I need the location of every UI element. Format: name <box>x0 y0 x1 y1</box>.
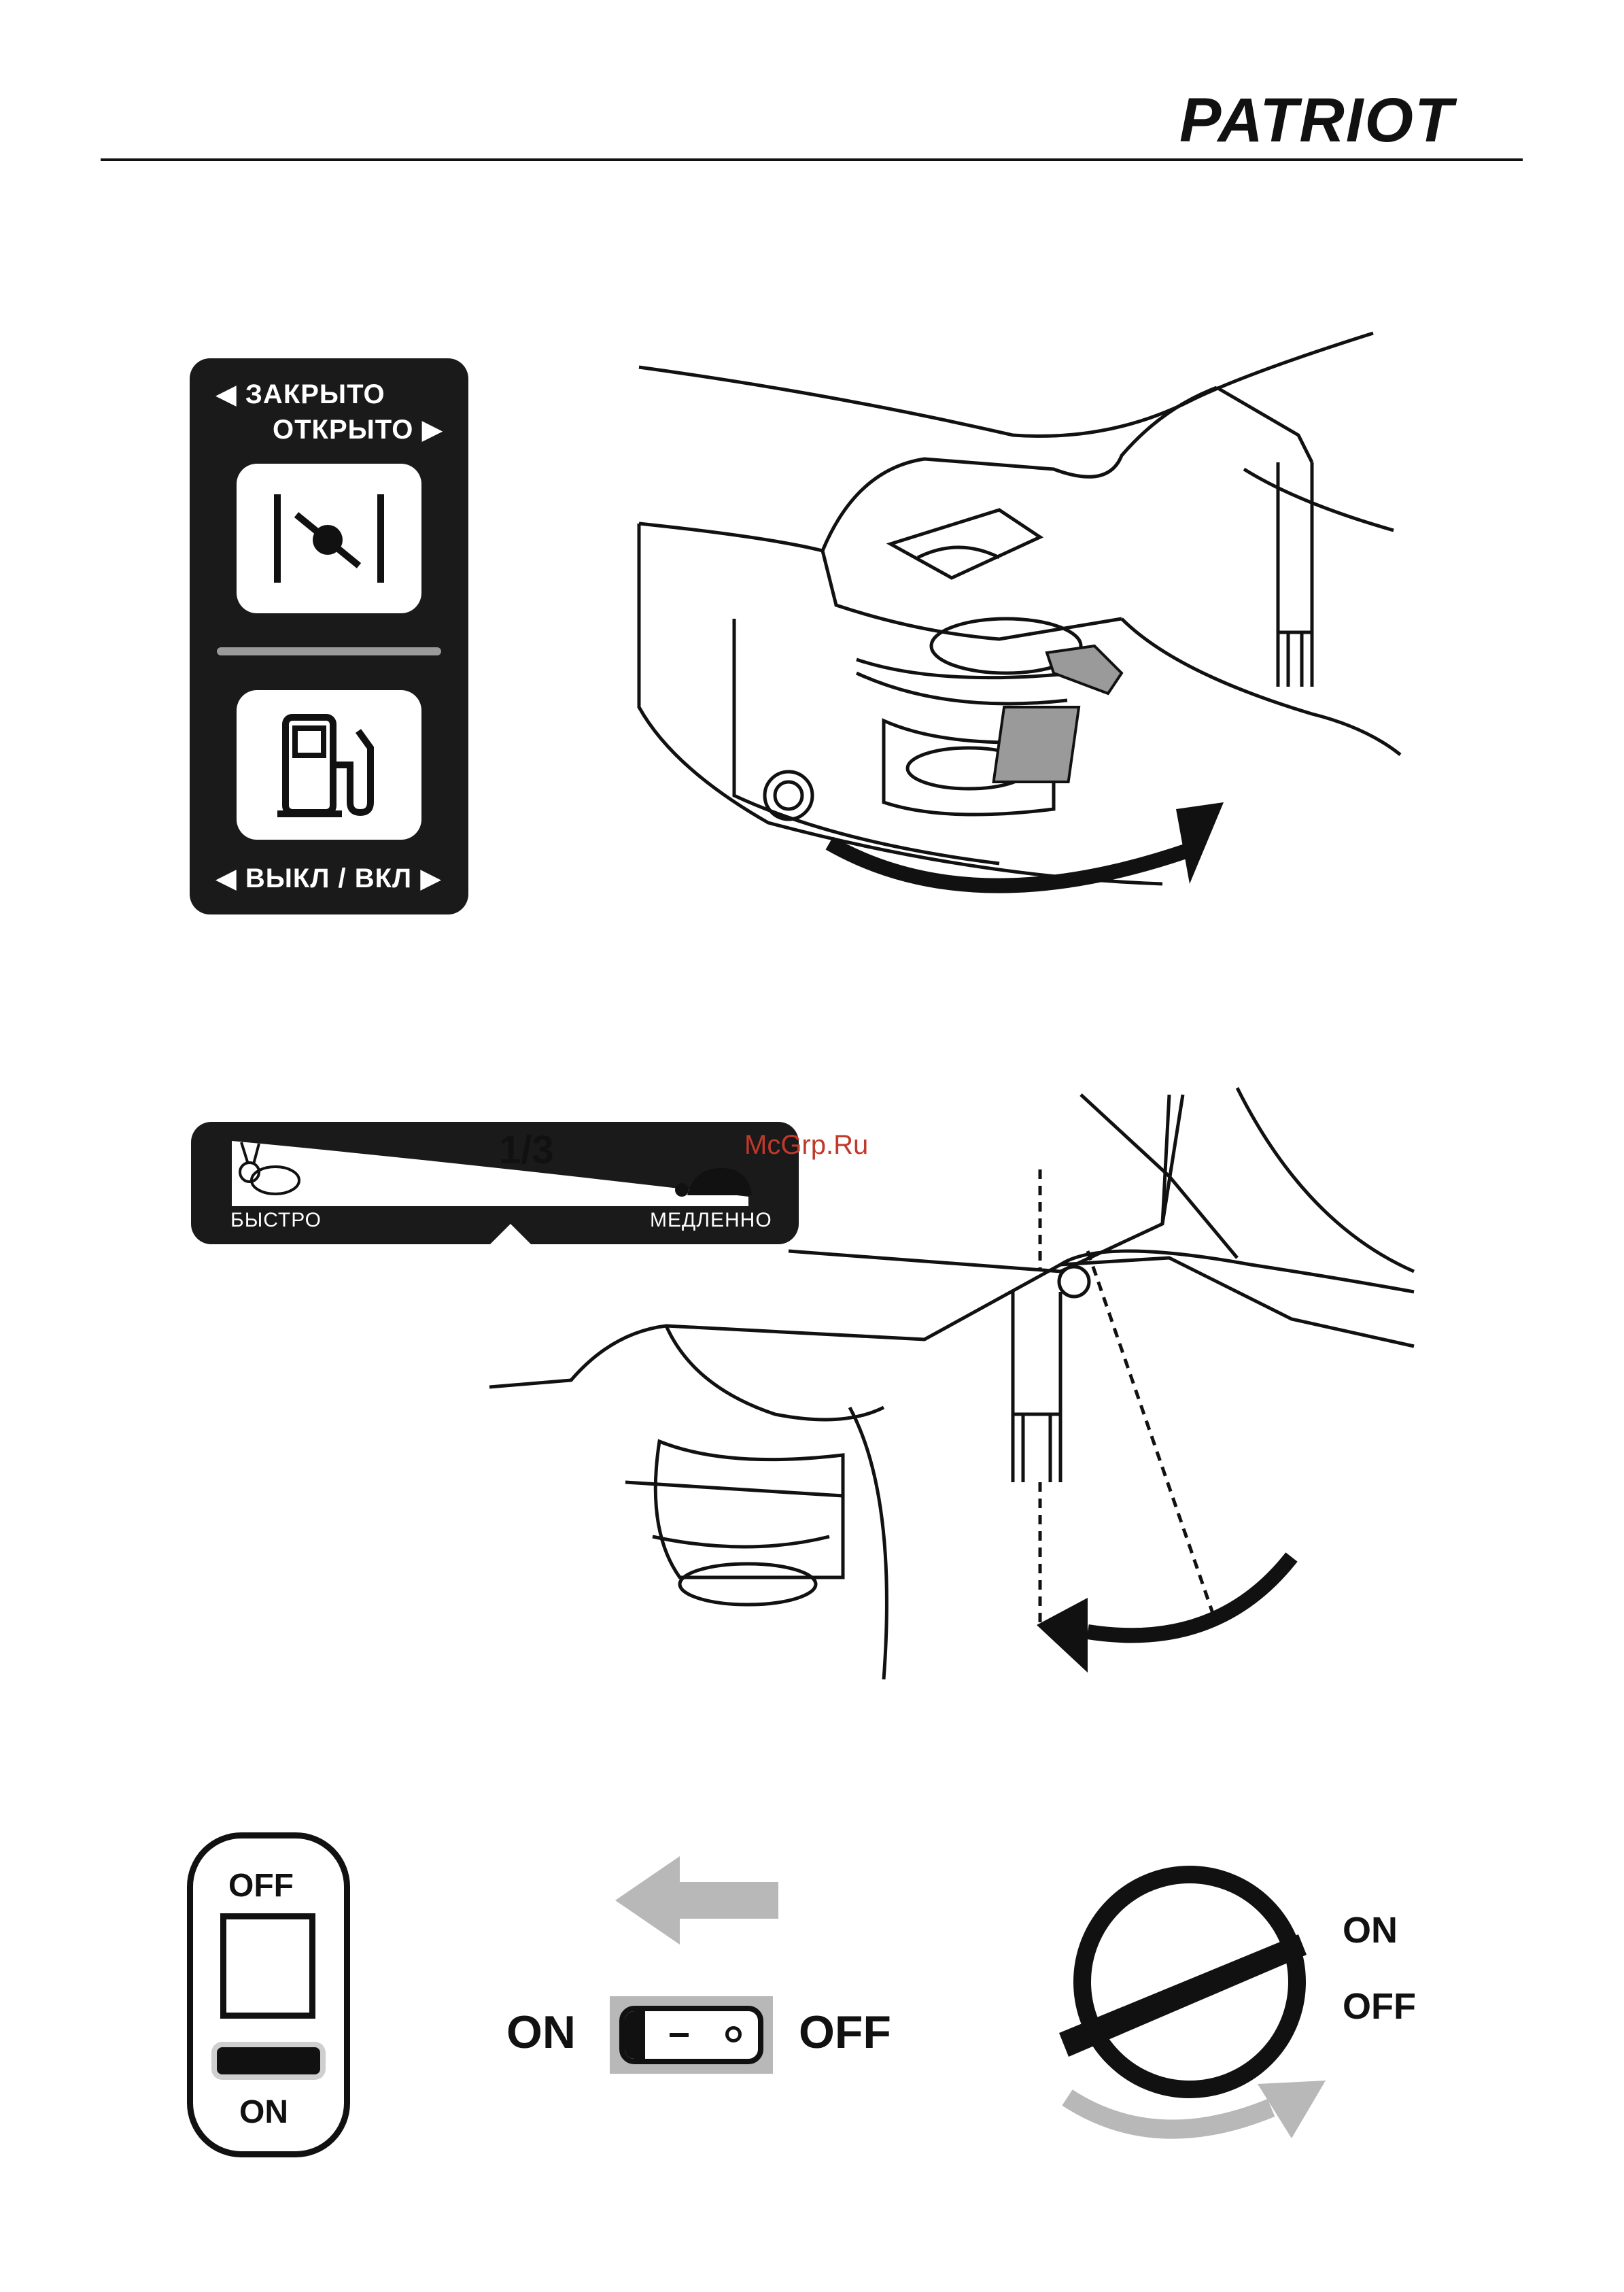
dial-on-text: ON <box>1343 1909 1398 1951</box>
throttle-lever-drawing <box>489 1088 1414 1700</box>
slide-on-text: ON <box>506 2006 576 2059</box>
arrow-curve-icon <box>1067 2098 1271 2129</box>
header-rule <box>101 158 1523 161</box>
choke-fuel-label-panel: ◀ ЗАКРЫТО ОТКРЫТО ▶ ◀ ВЫКЛ / ВКЛ ▶ <box>190 358 468 914</box>
rabbit-icon <box>235 1138 309 1199</box>
rocker-switch[interactable]: OFF ON <box>187 1832 350 2157</box>
fuel-pump-icon <box>237 690 421 840</box>
patriot-logo: PATRIOT <box>1179 87 1526 155</box>
slide-switch-knob <box>625 2011 645 2059</box>
rocker-on-indicator <box>217 2047 320 2074</box>
rocker-on-text: ON <box>239 2093 288 2131</box>
throttle-fast-text: БЫСТРО <box>230 1209 322 1232</box>
rocker-off-text: OFF <box>228 1867 294 1904</box>
left-arrow-icon <box>615 1856 778 1945</box>
slide-off-text: OFF <box>799 2006 891 2059</box>
choke-closed-text: ◀ ЗАКРЫТО <box>215 379 385 410</box>
carburetor-choke-drawing <box>632 333 1400 911</box>
fuel-valve-text: ◀ ВЫКЛ / ВКЛ ▶ <box>215 863 442 894</box>
slide-switch[interactable] <box>610 1996 773 2074</box>
choke-open-text: ОТКРЫТО ▶ <box>273 414 443 445</box>
slide-circle-icon <box>725 2026 742 2042</box>
svg-text:PATRIOT: PATRIOT <box>1179 86 1457 155</box>
slide-dash-icon <box>670 2033 689 2037</box>
arrow-curve-icon <box>1088 1557 1292 1635</box>
panel-divider <box>217 647 441 655</box>
choke-icon <box>237 464 421 613</box>
dial-off-text: OFF <box>1343 1985 1416 2028</box>
slide-switch-body <box>619 2006 763 2064</box>
rocker-square <box>220 1913 315 2019</box>
rotary-dial[interactable] <box>1054 1856 1326 2155</box>
